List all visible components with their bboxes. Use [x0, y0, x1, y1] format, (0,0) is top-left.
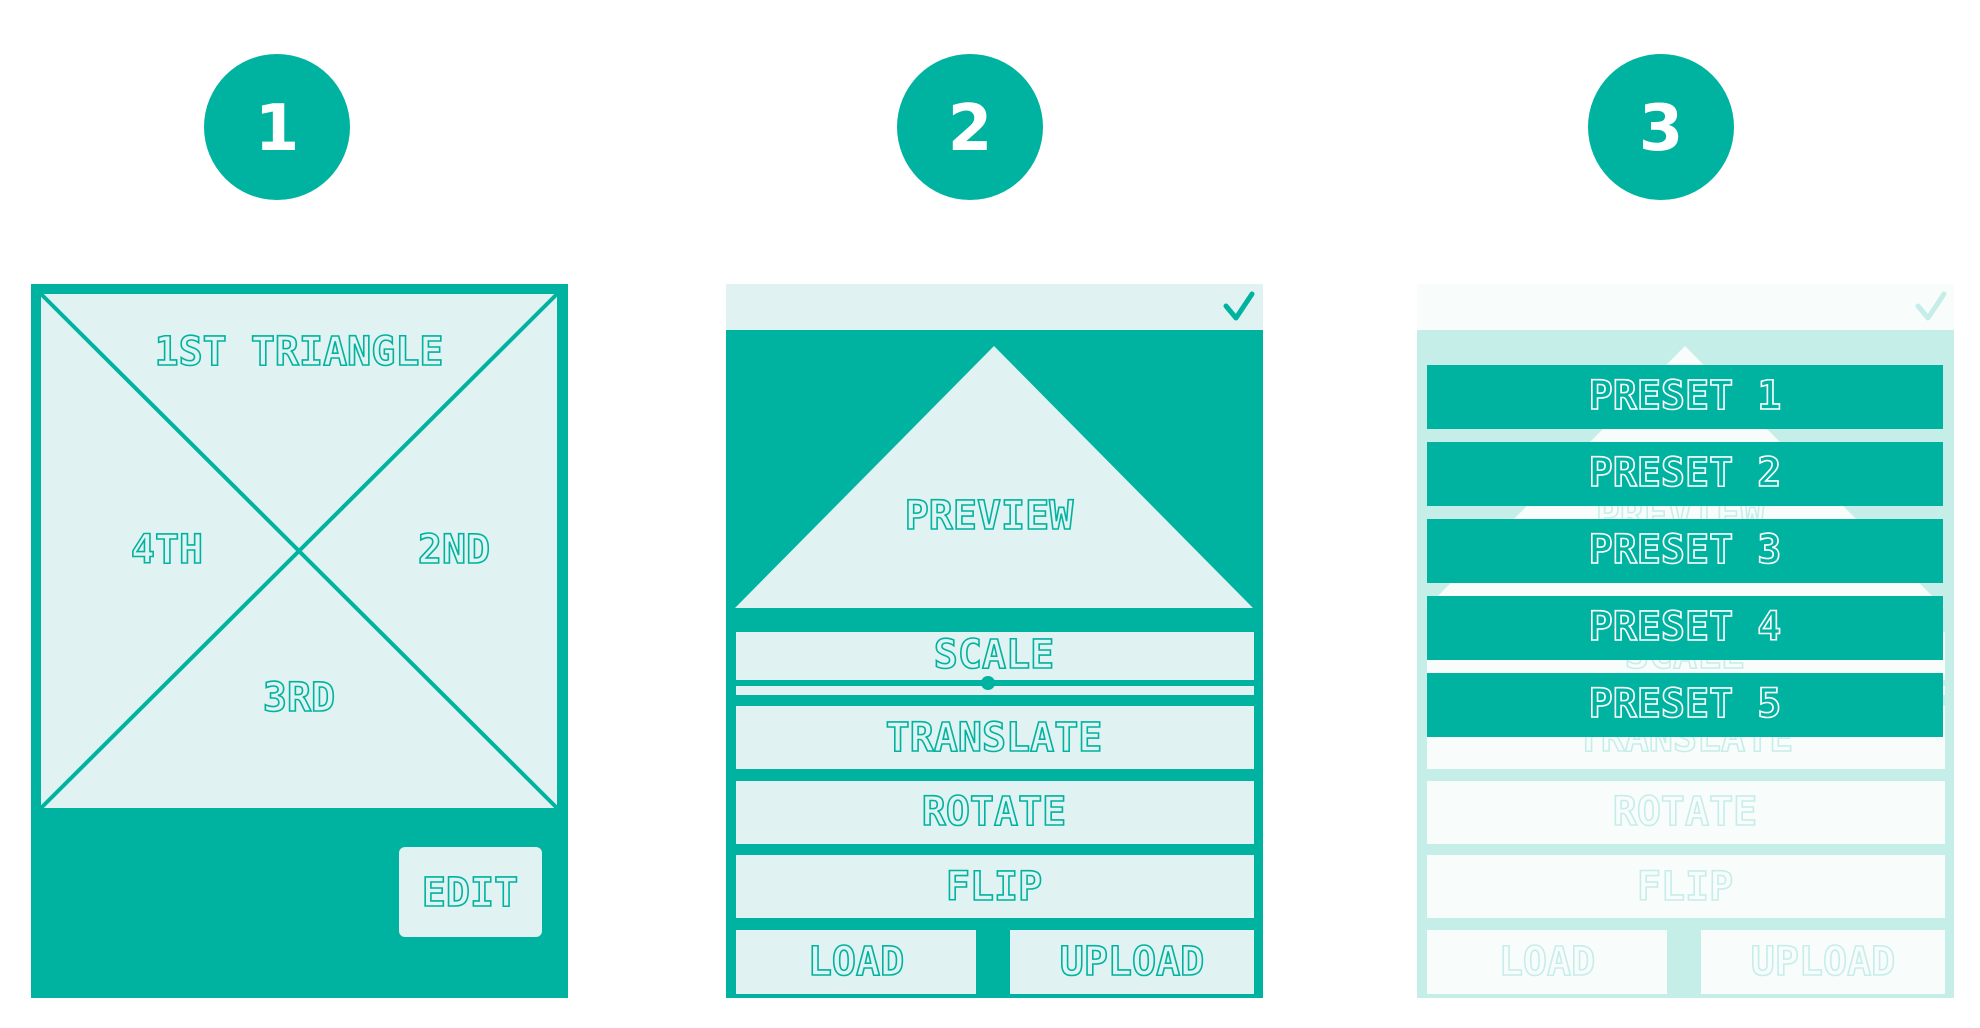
translate-button[interactable]: TRANSLATE — [736, 706, 1254, 769]
upload-button[interactable]: UPLOAD — [1010, 930, 1254, 994]
panel-2-editor: PREVIEW SCALE TRANSLATE ROTATE FLIP LOAD… — [726, 284, 1263, 998]
preset-4-label: PRESET 4 — [1589, 604, 1782, 650]
preset-1-label: PRESET 1 — [1589, 373, 1782, 419]
preset-4-button[interactable]: PRESET 4 — [1427, 596, 1943, 660]
panel-1-home-screen: 1ST TRIANGLE 2ND 3RD 4TH EDIT — [31, 284, 568, 998]
scale-control[interactable]: SCALE — [736, 631, 1254, 695]
triangle-3-label[interactable]: 3RD — [262, 674, 336, 722]
edit-button-label: EDIT — [422, 870, 518, 916]
preview-triangle — [735, 346, 1253, 608]
translate-label: TRANSLATE — [886, 715, 1103, 761]
panel-3-presets: PREVIEW SCALE TRANSLATE ROTATE FLIP LOAD… — [1417, 284, 1954, 998]
preset-2-button[interactable]: PRESET 2 — [1427, 442, 1943, 506]
preset-5-button[interactable]: PRESET 5 — [1427, 673, 1943, 737]
edit-button[interactable]: EDIT — [399, 847, 542, 937]
faded-flip-label: FLIP — [1637, 864, 1733, 910]
faded-rotate-label: ROTATE — [1613, 789, 1758, 835]
step-1-badge: 1 — [204, 54, 350, 200]
scale-label: SCALE — [934, 632, 1054, 678]
preset-list: PRESET 1 PRESET 2 PRESET 3 PRESET 4 PRES… — [1427, 365, 1943, 737]
triangle-2-label[interactable]: 2ND — [417, 526, 491, 574]
step-2-number: 2 — [948, 92, 993, 166]
load-button[interactable]: LOAD — [736, 930, 976, 994]
preset-5-label: PRESET 5 — [1589, 681, 1782, 727]
triangle-4-label[interactable]: 4TH — [130, 526, 204, 574]
scale-slider-track[interactable] — [736, 686, 1254, 695]
step-1-number: 1 — [255, 92, 300, 166]
rotate-button[interactable]: ROTATE — [736, 781, 1254, 844]
triangle-1-label[interactable]: 1ST TRIANGLE — [154, 328, 445, 376]
preset-2-label: PRESET 2 — [1589, 450, 1782, 496]
scale-slider-thumb[interactable] — [981, 676, 995, 690]
flip-button[interactable]: FLIP — [736, 855, 1254, 918]
faded-upload-label: UPLOAD — [1751, 939, 1896, 985]
flip-label: FLIP — [946, 864, 1042, 910]
rotate-label: ROTATE — [922, 789, 1067, 835]
checkmark-icon[interactable] — [1223, 291, 1255, 321]
preset-1-button[interactable]: PRESET 1 — [1427, 365, 1943, 429]
editor-top-bar — [726, 284, 1263, 330]
faded-load-label: LOAD — [1499, 939, 1595, 985]
load-label: LOAD — [808, 939, 904, 985]
preset-3-label: PRESET 3 — [1589, 527, 1782, 573]
upload-label: UPLOAD — [1060, 939, 1205, 985]
step-3-number: 3 — [1639, 92, 1684, 166]
faded-checkmark-icon — [1915, 291, 1947, 321]
preset-3-button[interactable]: PRESET 3 — [1427, 519, 1943, 583]
preview-label: PREVIEW — [905, 493, 1074, 539]
step-2-badge: 2 — [897, 54, 1043, 200]
step-3-badge: 3 — [1588, 54, 1734, 200]
